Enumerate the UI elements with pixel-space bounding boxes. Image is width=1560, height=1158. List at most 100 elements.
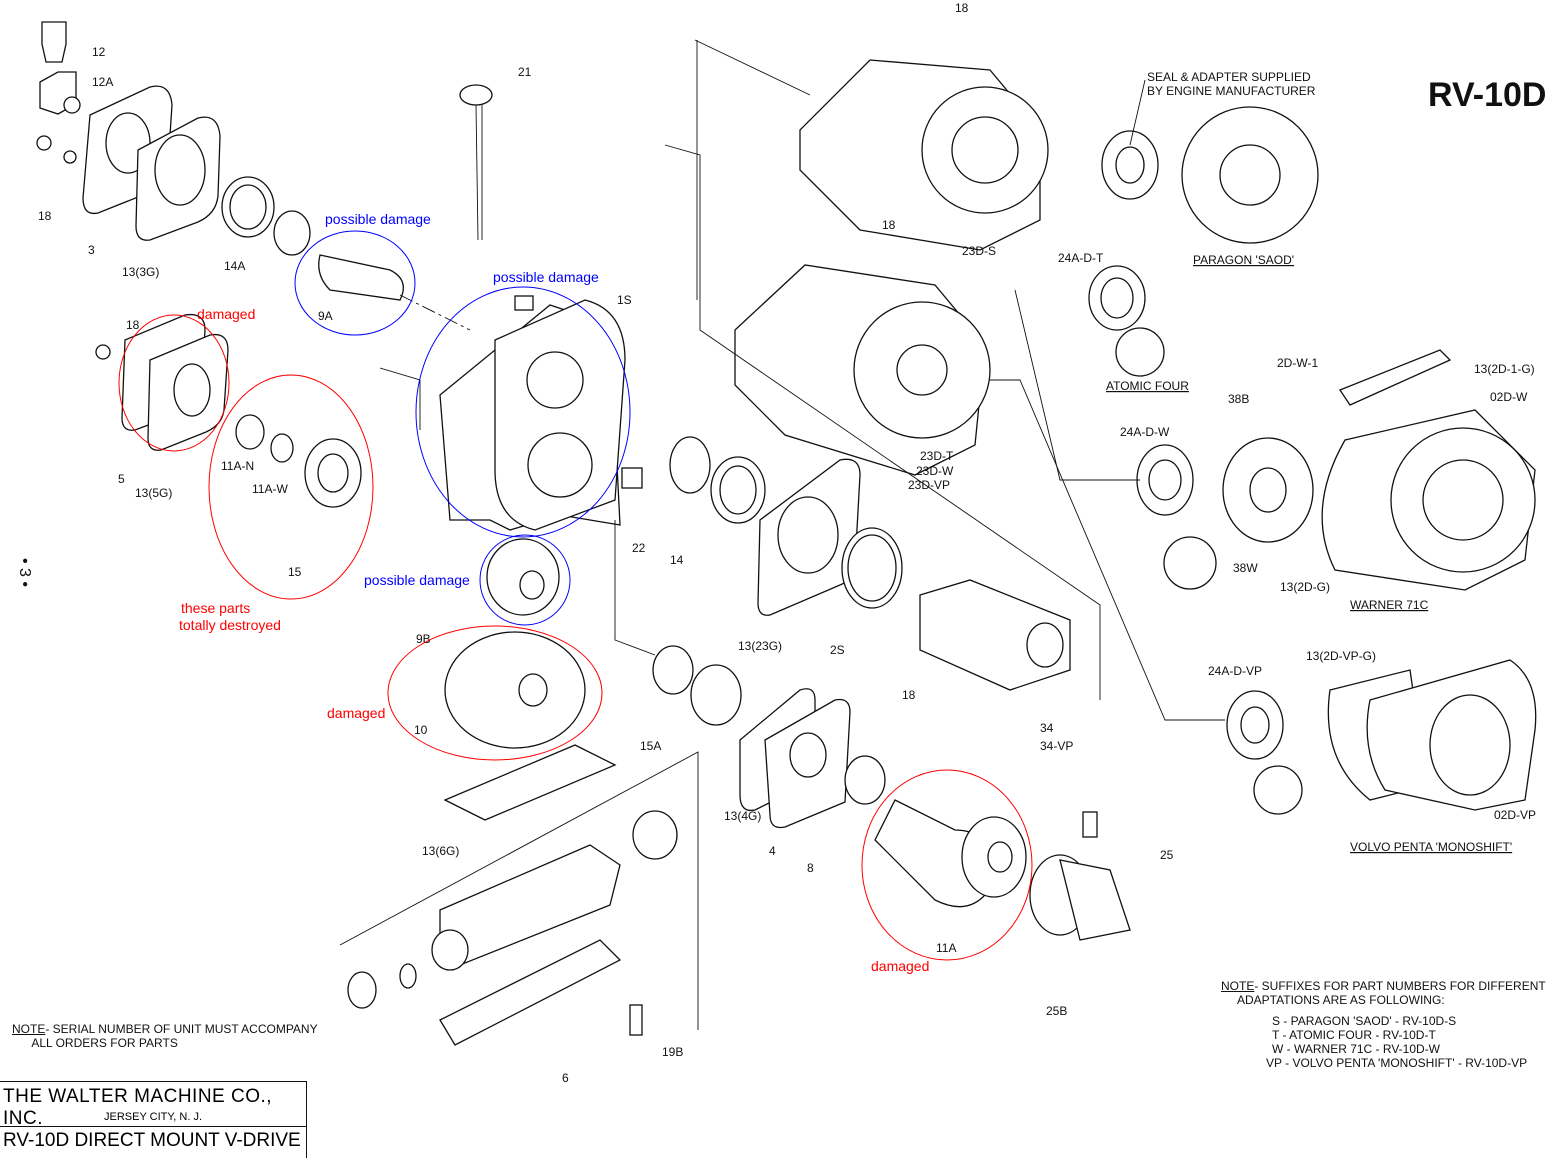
nut-18-lower [95, 344, 111, 360]
damaged-circle-output-flange [861, 769, 1033, 961]
part-label: 13(4G) [724, 809, 761, 823]
part-label: 2S [830, 643, 845, 657]
seal-paragon-inner [1115, 146, 1145, 184]
gasket-13-23G [757, 458, 861, 616]
part-label: 13(2D-G) [1280, 580, 1330, 594]
bearing-15 [304, 438, 362, 508]
serial-note-text: - SERIAL NUMBER OF UNIT MUST ACCOMPANY A… [31, 1022, 318, 1050]
seal-24A-D-T [1088, 265, 1146, 331]
breather-cap-12 [41, 21, 67, 63]
suffix-note-text: - SUFFIXES FOR PART NUMBERS FOR DIFFEREN… [1237, 979, 1546, 1007]
damage-annotation: possible damage [325, 211, 431, 227]
o-ring [399, 963, 417, 989]
part-label: 13(2D-VP-G) [1306, 649, 1376, 663]
part-label: 02D-W [1490, 390, 1528, 404]
coupling-34 [919, 579, 1071, 691]
part-label: 4 [769, 844, 776, 858]
part-label: 2D-W-1 [1277, 356, 1318, 370]
pinion-gear-9B-bore [519, 570, 545, 600]
part-label: 13(3G) [122, 265, 159, 279]
oil-pan-cover [443, 744, 617, 821]
part-label: 34 [1040, 721, 1054, 735]
part-labels: 1212A18313(3G)14A9A211823D-S1824A-D-T2D-… [38, 1, 1536, 1085]
boundary-line [339, 751, 699, 1030]
seal-2S [841, 527, 903, 609]
part-label: 11A-N [221, 459, 254, 473]
frame-line-3 [1014, 289, 1140, 481]
part-label: 38W [1233, 561, 1258, 575]
title-block: THE WALTER MACHINE CO., INC. JERSEY CITY… [0, 1081, 307, 1158]
divider [0, 1126, 306, 1127]
part-label: 9A [318, 309, 333, 323]
adapter-23D-T-bore [896, 344, 948, 396]
bearing-cone-14 [669, 436, 711, 494]
seal-24A-D-W [1136, 444, 1194, 516]
frame-line-4 [990, 379, 1225, 721]
damage-markings [118, 230, 1033, 961]
bearing-cup-14-inner [719, 465, 757, 515]
set-screw-25 [1082, 811, 1098, 838]
seal-supplied-caption-1: SEAL & ADAPTER SUPPLIED [1147, 70, 1311, 84]
part-label: 25 [1160, 848, 1174, 862]
part-label: 18 [955, 1, 969, 15]
damage-annotation: damaged [871, 958, 929, 974]
possible-damage-circle-9B [479, 534, 571, 626]
seal-detail-warner [1163, 536, 1217, 590]
part-label: 12A [92, 75, 113, 89]
gasket-13-2D-1-G [1339, 349, 1452, 406]
title-rv10d: RV-10D [1428, 76, 1546, 114]
bearing-cone-14A [273, 210, 311, 256]
suffix-note: NOTE- SUFFIXES FOR PART NUMBERS FOR DIFF… [1221, 979, 1546, 1007]
seal-2S-inner [847, 534, 897, 602]
nut-11A-N [235, 414, 265, 450]
screw-19B [629, 1004, 643, 1036]
part-label: 13(2D-1-G) [1474, 362, 1535, 376]
seal-detail-volvo [1253, 765, 1303, 815]
part-label: 6 [562, 1071, 569, 1085]
damage-annotation: possible damage [364, 572, 470, 588]
dipstick-rod [475, 104, 479, 241]
damage-annotation: totally destroyed [179, 617, 281, 633]
suffix-item: T - ATOMIC FOUR - RV-10D-T [1272, 1028, 1436, 1042]
part-drawings [36, 21, 1537, 1046]
housing-bore-lower [527, 432, 593, 498]
damage-annotation: these parts [181, 600, 250, 616]
paragon-adapter [1181, 106, 1319, 244]
housing-bore-upper [526, 351, 584, 409]
part-label: 23D-S [962, 244, 996, 258]
washer-18 [63, 150, 77, 164]
seal-24A-D-W-inner [1148, 459, 1182, 501]
paragon-adapter-bore [1219, 144, 1281, 206]
part-label: 23D-VP [908, 478, 950, 492]
part-label: 13(5G) [135, 486, 172, 500]
housing-face [494, 299, 626, 531]
part-label: 15A [640, 739, 661, 753]
tube-6 [439, 939, 622, 1046]
sump-port [431, 929, 469, 971]
frame-line-6 [379, 367, 421, 430]
part-label: 18 [902, 688, 916, 702]
part-label: 24A-D-T [1058, 251, 1104, 265]
seal-supplied-caption-2: BY ENGINE MANUFACTURER [1147, 84, 1316, 98]
part-label: 9B [416, 632, 431, 646]
seal-24A-D-VP [1226, 690, 1284, 760]
page-marker: • 3 • [16, 558, 33, 587]
input-gear-9A [318, 254, 404, 301]
output-flange-bore [987, 841, 1013, 873]
paragon-caption: PARAGON 'SAOD' [1193, 253, 1294, 267]
housing-02D-VP-bore [1429, 694, 1511, 796]
suffix-item: W - WARNER 71C - RV-10D-W [1272, 1042, 1441, 1056]
part-label: 5 [118, 472, 125, 486]
volvo-caption: VOLVO PENTA 'MONOSHIFT' [1350, 840, 1512, 854]
part-label: 1S [617, 293, 632, 307]
bearing-cup-inner [229, 184, 267, 230]
part-label: 10 [414, 723, 428, 737]
damage-annotation: damaged [197, 306, 255, 322]
part-label: 02D-VP [1494, 808, 1536, 822]
plug-22 [621, 467, 643, 489]
part-label: 14 [670, 553, 684, 567]
damage-annotation: damaged [327, 705, 385, 721]
